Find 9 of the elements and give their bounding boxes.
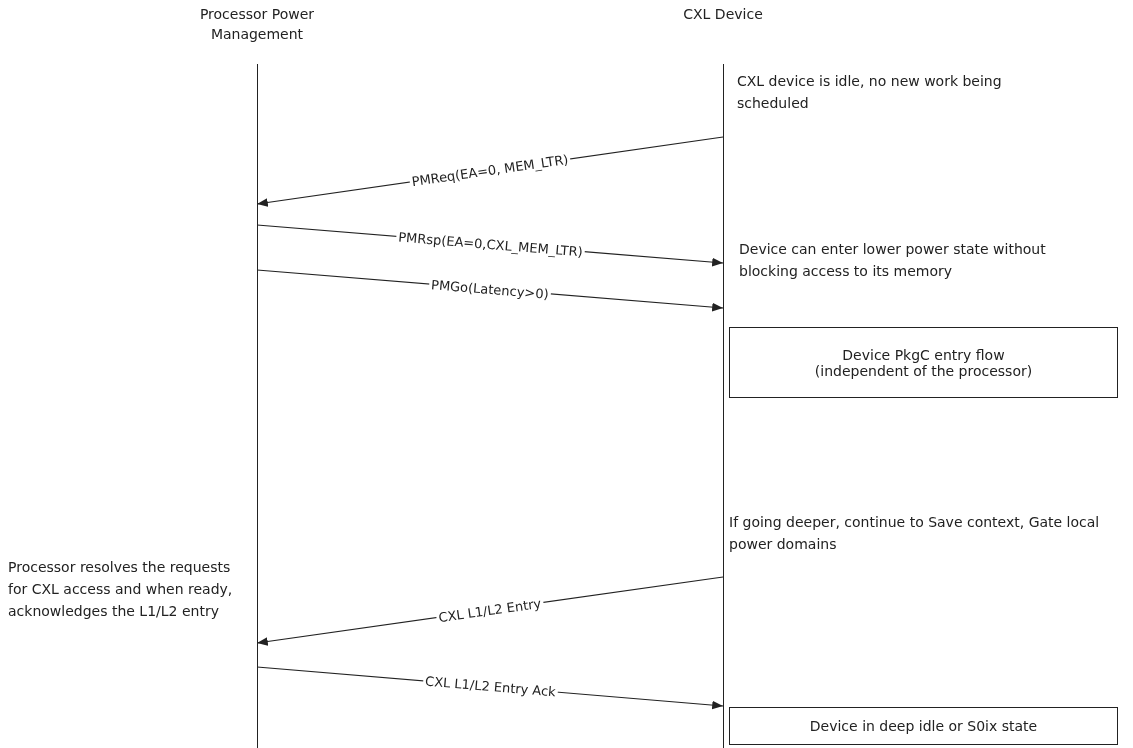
note-text: Device can enter lower power state without blocking access to its memory — [739, 240, 1047, 281]
process-box — [729, 327, 1118, 398]
edge-label: CXL L1/L2 Entry Ack — [422, 673, 558, 700]
note-text: If going deeper, continue to Save context, Gate local power domains — [729, 513, 1101, 554]
box-text: Device PkgC entry flow (independent of the processor) — [813, 346, 1034, 379]
note-text: Processor resolves the requests for CXL access and when ready, acknowledges the L1/L2 entry — [8, 558, 234, 621]
process-box — [729, 707, 1118, 745]
box-text: Device in deep idle or S0ix state — [809, 718, 1038, 734]
note-text: CXL device is idle, no new work being scheduled — [737, 72, 1003, 113]
